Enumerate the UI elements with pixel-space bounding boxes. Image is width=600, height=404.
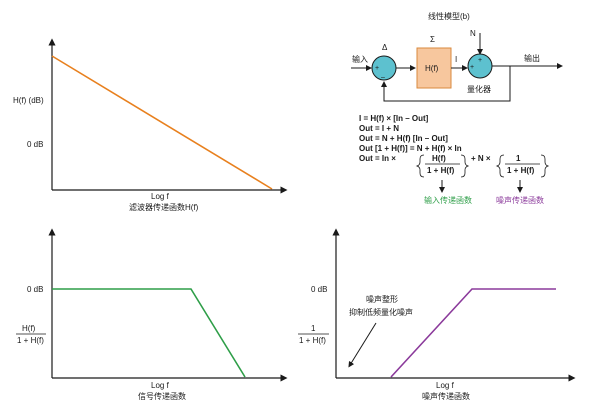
delta-label: Δ: [382, 43, 388, 52]
x-axis-label: Log f: [151, 192, 170, 201]
filter-block-label: H(f): [425, 64, 439, 73]
tick-0db: 0 dB: [27, 140, 43, 149]
chart-noise-transfer: 0 dB 1 1 + H(f) 噪声整形 抑制低频量化噪声 Log f 噪声传递…: [298, 228, 576, 401]
noise-transfer-label: 噪声传递函数: [496, 195, 544, 205]
equation-3: Out = N + H(f) [In – Out]: [359, 134, 448, 143]
brace-signal: [415, 154, 425, 178]
annotation-line1: 噪声整形: [366, 294, 398, 304]
equation-5-prefix: Out = In ×: [359, 154, 396, 163]
n-label: N: [470, 29, 476, 38]
brace-noise: [495, 154, 505, 178]
brace-noise-right: [540, 154, 550, 178]
annotation-line2: 抑制低频量化噪声: [349, 307, 413, 317]
x-axis-label: Log f: [436, 381, 455, 390]
equations-block: I = H(f) × [In – Out] Out = I + N Out = …: [359, 114, 550, 205]
i-label: I: [455, 55, 457, 64]
fraction2-numerator: 1: [516, 154, 521, 163]
y-label-numerator: H(f): [22, 324, 36, 333]
chart-caption: 噪声传递函数: [422, 391, 470, 401]
sigma-label: Σ: [430, 35, 435, 44]
y-label-denominator: 1 + H(f): [299, 336, 326, 345]
y-label-denominator: 1 + H(f): [17, 336, 44, 345]
equation-5-mid: + N ×: [471, 154, 491, 163]
equation-4: Out [1 + H(f)] = N + H(f) × In: [359, 144, 462, 153]
filter-response-line: [51, 55, 273, 190]
model-title: 线性模型(b): [428, 11, 470, 21]
equation-1: I = H(f) × [In – Out]: [359, 114, 429, 123]
chart-caption: 滤波器传递函数H(f): [129, 202, 199, 212]
chart-signal-transfer: 0 dB H(f) 1 + H(f) Log f 信号传递函数: [16, 228, 288, 401]
noise-response-line: [390, 288, 556, 378]
summer1-minus: –: [381, 74, 385, 81]
fraction2-denominator: 1 + H(f): [507, 166, 535, 175]
signal-transfer-label: 输入传递函数: [424, 195, 472, 205]
signal-response-line: [52, 288, 246, 378]
quantizer-label: 量化器: [467, 84, 491, 94]
chart-caption: 信号传递函数: [138, 391, 186, 401]
brace-signal-right: [460, 154, 470, 178]
fraction1-denominator: 1 + H(f): [427, 166, 455, 175]
tick-0db: 0 dB: [27, 285, 43, 294]
output-label: 输出: [524, 53, 540, 63]
x-axis-label: Log f: [151, 381, 170, 390]
linear-model-diagram: 线性模型(b) 输入 Δ + – Σ H(f) I N + + 量化器 输出: [351, 11, 563, 102]
y-label-numerator: 1: [311, 324, 316, 333]
fraction1-numerator: H(f): [432, 154, 446, 163]
feedback-wire: [381, 66, 511, 102]
tick-0db: 0 dB: [311, 285, 327, 294]
summer1-plus: +: [375, 65, 379, 72]
summer2-plus-top: +: [478, 57, 482, 64]
input-label: 输入: [352, 54, 368, 64]
annotation-arrow: [348, 322, 377, 368]
chart-filter-transfer: H(f) (dB) 0 dB Log f 滤波器传递函数H(f): [13, 38, 288, 212]
equation-2: Out = I + N: [359, 124, 399, 133]
y-axis-label: H(f) (dB): [13, 96, 44, 105]
summer2-plus-left: +: [470, 64, 474, 71]
